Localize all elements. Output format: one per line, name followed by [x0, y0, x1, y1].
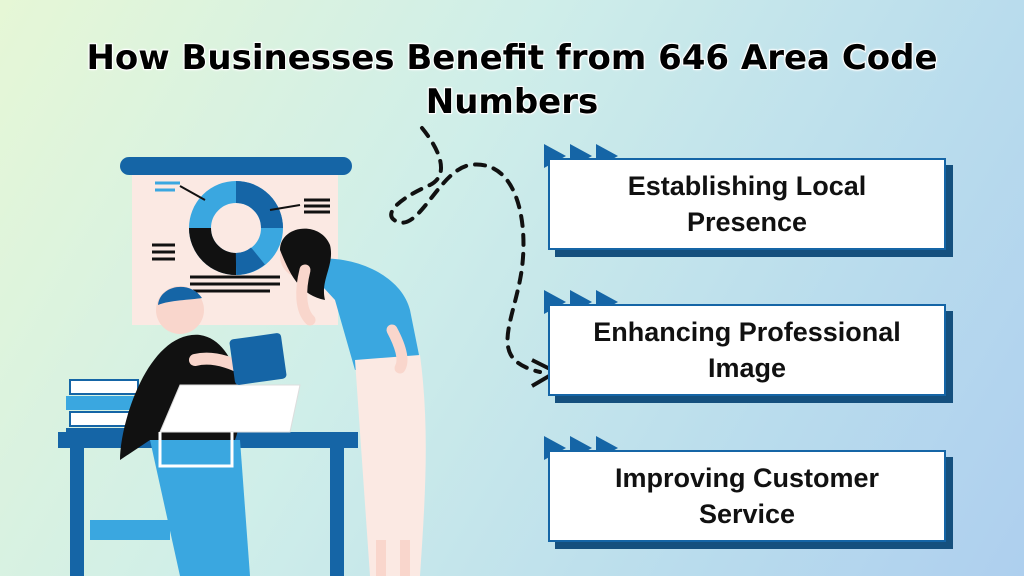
page-title: How Businesses Benefit from 646 Area Cod…: [85, 37, 938, 123]
donut-chart-icon: [189, 181, 283, 275]
dashed-curved-arrow-icon: [389, 126, 542, 374]
benefit-card-professional-image: Enhancing Professional Image: [548, 304, 946, 396]
benefit-card-customer-service: Improving Customer Service: [548, 450, 946, 542]
benefit-label: Improving Customer Service: [614, 463, 880, 529]
benefit-card-local-presence: Establishing Local Presence: [548, 158, 946, 250]
benefit-label: Enhancing Professional Image: [593, 317, 901, 383]
benefit-label: Establishing Local Presence: [627, 171, 867, 237]
